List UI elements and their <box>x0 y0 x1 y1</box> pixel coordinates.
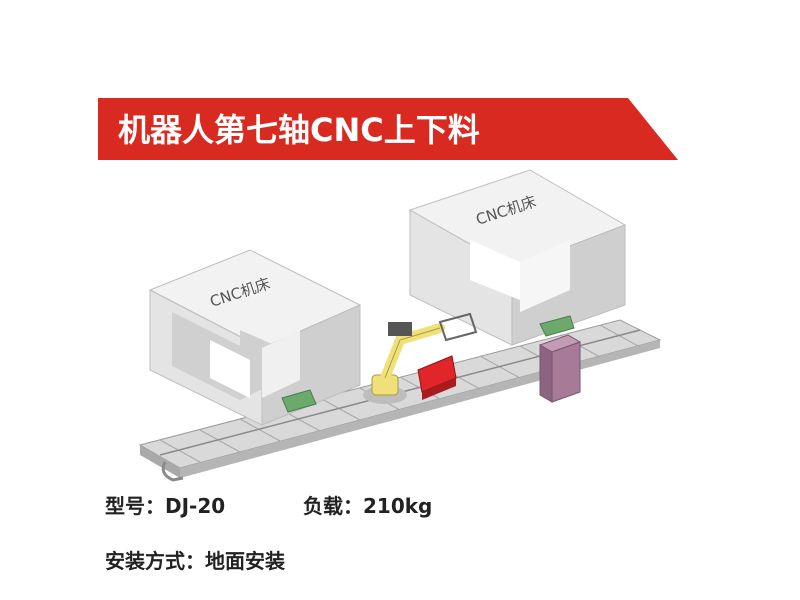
robot-arm <box>363 312 478 404</box>
spec-installation: 安装方式：地面安装 <box>105 549 285 573</box>
cnc-machine-right <box>408 169 627 346</box>
cnc-machine-left <box>148 249 362 426</box>
red-fixture <box>417 355 457 400</box>
control-cabinet <box>538 334 582 403</box>
spec-model: 型号：DJ-20 <box>105 494 226 518</box>
spec-load: 负载：210kg <box>303 494 433 518</box>
green-tray-right <box>539 315 575 337</box>
green-tray-left <box>281 389 317 413</box>
page-title: 机器人第七轴CNC上下料 <box>118 111 480 149</box>
